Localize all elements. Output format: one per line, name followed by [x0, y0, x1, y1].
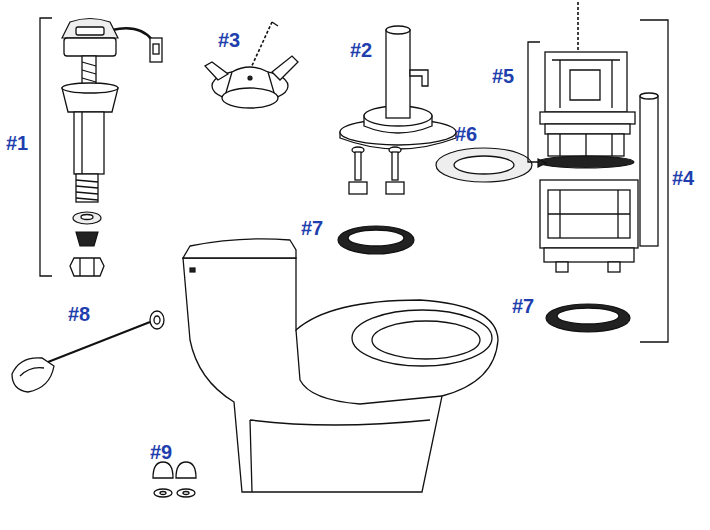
flush-valve-part [392, 152, 398, 180]
toilet-body-part [372, 321, 480, 359]
fill-valve-part [64, 38, 116, 56]
callout-number: #1 [6, 131, 28, 155]
fill-valve-part [81, 215, 93, 220]
fill-valve-part [82, 62, 96, 82]
fill-valve-part [62, 83, 118, 93]
fill-valve-part [93, 258, 94, 276]
gasket [338, 226, 414, 254]
callout-number: #3 [218, 28, 240, 52]
fill-valve-part [70, 258, 104, 276]
callout-number: #5 [492, 64, 514, 88]
fill-valve-part [76, 232, 98, 246]
seal-washer-part [454, 156, 514, 174]
toilet-body [183, 239, 498, 492]
callout-number: #7 [301, 216, 323, 240]
canister-flush-valve-part [548, 134, 624, 156]
callout-number: #6 [455, 122, 477, 146]
fill-valve-part [76, 174, 98, 202]
canister-flush-valve-part [544, 248, 634, 262]
gasket [546, 304, 630, 332]
flapper-part [248, 76, 252, 80]
canister-flush-valve-part [545, 52, 627, 112]
canister-flush-valve-part [540, 112, 635, 124]
flapper [205, 22, 298, 108]
bolt-caps-part [177, 489, 195, 497]
seal-washer [436, 148, 532, 182]
flush-valve-part [349, 182, 367, 194]
canister-flush-valve-part [538, 156, 634, 168]
flapper-part [250, 22, 272, 70]
toilet-body-part [183, 239, 296, 258]
fill-valve-part [81, 112, 82, 174]
canister-flush-valve [528, 2, 668, 342]
bolt-caps [153, 462, 196, 497]
trip-lever-part [20, 368, 44, 376]
fill-valve-part [150, 38, 162, 62]
canister-flush-valve-part [640, 93, 658, 99]
canister-flush-valve-part [640, 20, 668, 342]
fill-valve-part [40, 18, 52, 276]
toilet-body-part [190, 268, 195, 272]
flapper-part [205, 62, 228, 80]
gasket-part [338, 226, 414, 254]
toilet-body-part [352, 310, 492, 366]
fill-valve [40, 18, 162, 276]
flush-valve-part [386, 30, 410, 118]
callout-number: #7 [512, 294, 534, 318]
canister-flush-valve-part [560, 134, 612, 156]
fill-valve-part [76, 180, 98, 200]
callout-number: #4 [672, 166, 694, 190]
gasket-part [348, 230, 404, 246]
bolt-caps-part [154, 489, 172, 497]
flush-valve-part [410, 70, 428, 86]
trip-lever-part [12, 358, 54, 392]
flapper-part [222, 88, 278, 108]
canister-flush-valve-part [577, 2, 579, 52]
canister-flush-valve-part [552, 60, 620, 108]
flush-valve-part [355, 152, 361, 180]
canister-flush-valve-part [540, 180, 638, 248]
canister-flush-valve-part [640, 96, 658, 246]
fill-valve-part [74, 112, 104, 174]
flush-valve-part [386, 182, 404, 194]
fill-valve-part [73, 212, 101, 224]
canister-flush-valve-part [608, 262, 620, 272]
fill-valve-part [76, 27, 104, 35]
bolt-caps-part [183, 492, 189, 495]
fill-valve-part [153, 44, 159, 54]
fill-valve-part [82, 56, 96, 86]
canister-flush-valve-part [548, 190, 630, 238]
trip-lever-part [48, 322, 150, 362]
canister-flush-valve-part [545, 124, 630, 134]
canister-flush-valve-part [528, 42, 540, 162]
flapper-part [272, 56, 298, 80]
canister-flush-valve-part [548, 190, 630, 238]
callout-number: #2 [350, 38, 372, 62]
toilet-body-part [183, 258, 498, 492]
fill-valve-part [79, 258, 80, 276]
fill-valve-part [62, 19, 118, 39]
trip-lever-part [154, 316, 160, 324]
callout-number: #8 [68, 302, 90, 326]
bolt-caps-part [160, 492, 166, 495]
canister-flush-valve-part [556, 262, 568, 272]
gasket-part [557, 308, 619, 324]
canister-flush-valve-part [538, 159, 546, 167]
seal-washer-part [436, 148, 532, 182]
flush-valve-part [386, 26, 410, 34]
bolt-caps-part [176, 462, 196, 478]
callout-number: #9 [150, 440, 172, 464]
toilet-body-part [296, 330, 442, 404]
toilet-body-part [250, 420, 430, 492]
gasket-part [546, 304, 630, 332]
bolt-caps-part [153, 462, 173, 478]
flapper-part [272, 22, 278, 26]
trip-lever-part [150, 311, 164, 329]
